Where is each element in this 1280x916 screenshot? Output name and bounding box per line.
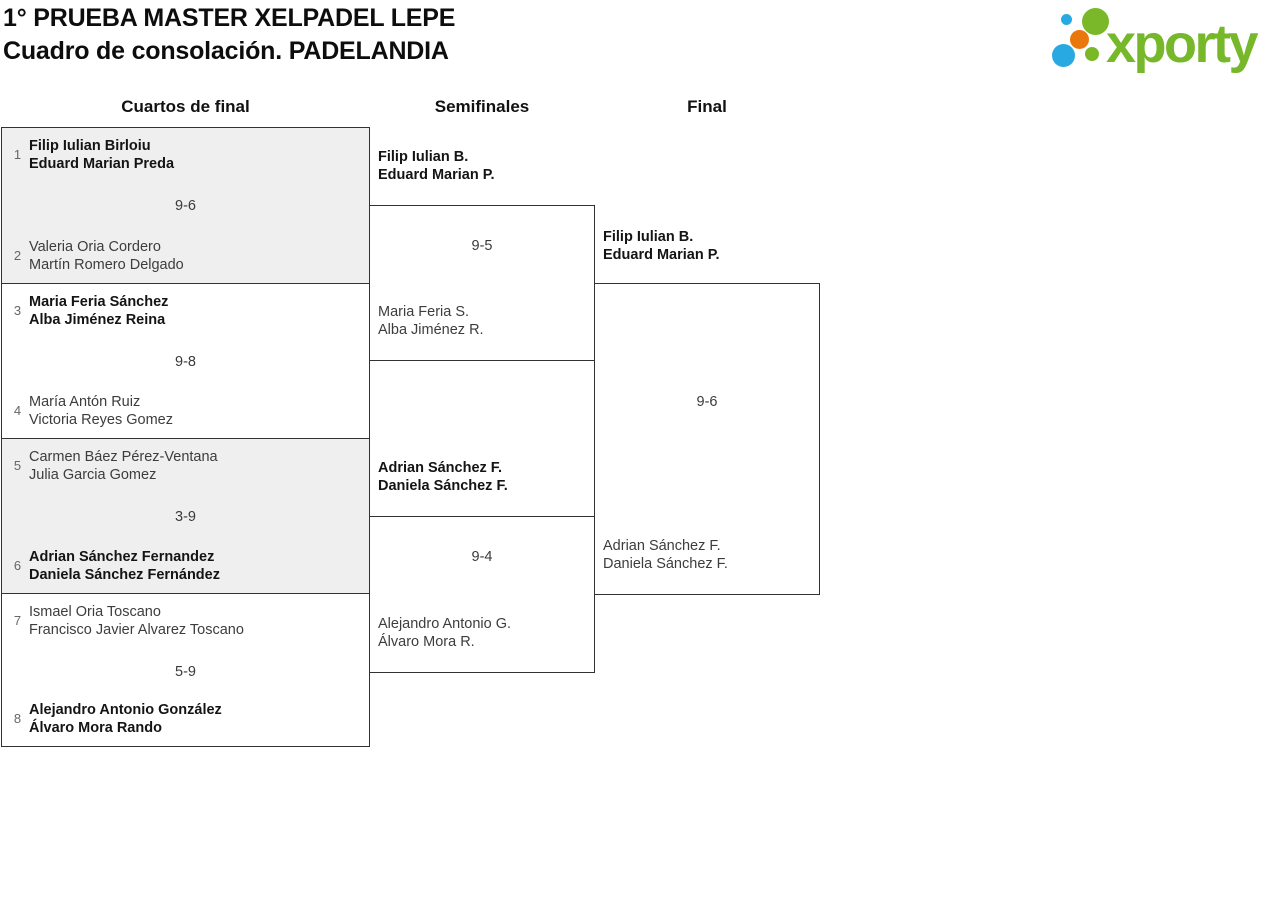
match-score: 9-4: [471, 549, 493, 565]
team-name-line: Ismael Oria Toscano: [29, 604, 161, 620]
team-name-line: Filip Iulian B.: [378, 149, 469, 165]
qf-match-3: 5 Carmen Báez Pérez-Ventana Julia Garcia…: [1, 438, 370, 594]
team-name-line: Adrian Sánchez Fernandez: [29, 549, 215, 565]
match-score: 9-8: [175, 354, 196, 370]
team-name-line: Filip Iulian B.: [603, 229, 694, 245]
team-name-line: Eduard Marian P.: [378, 167, 495, 183]
round-header-semifinales: Semifinales: [434, 97, 530, 116]
team-name: Carmen Báez Pérez-Ventana Julia Garcia G…: [29, 448, 218, 484]
team-name-line: Victoria Reyes Gomez: [29, 412, 173, 428]
team-name-line: Maria Feria Sánchez: [29, 294, 169, 310]
team-name-line: Carmen Báez Pérez-Ventana: [29, 449, 218, 465]
team-name-line: Álvaro Mora R.: [378, 634, 475, 650]
sf-match-2: Adrian Sánchez F. Daniela Sánchez F. 9-4…: [369, 460, 595, 673]
qf-match-2: 3 Maria Feria Sánchez Alba Jiménez Reina…: [1, 283, 370, 439]
team-name: Maria Feria Sánchez Alba Jiménez Reina: [29, 293, 168, 329]
match-score: 9-6: [696, 394, 718, 410]
team-name-line: Julia Garcia Gomez: [29, 467, 157, 483]
logo-dot-icon: [1085, 47, 1099, 61]
team-name-line: Daniela Sánchez F.: [603, 556, 728, 572]
seed-number: 8: [13, 711, 22, 726]
seed-number: 4: [13, 403, 22, 418]
team-name-line: Alba Jiménez R.: [378, 322, 484, 338]
seed-number: 3: [13, 303, 22, 318]
team-name-line: Valeria Oria Cordero: [29, 239, 161, 255]
team-name-line: Daniela Sánchez F.: [378, 478, 508, 494]
team-name-line: Filip Iulian Birloiu: [29, 138, 151, 154]
team-name-line: Adrian Sánchez F.: [378, 460, 503, 476]
team-name-line: Eduard Marian P.: [603, 247, 720, 263]
round-header-cuartos: Cuartos de final: [121, 97, 250, 116]
team-name: Adrian Sánchez Fernandez Daniela Sánchez…: [29, 548, 220, 584]
logo-dot-icon: [1061, 14, 1072, 25]
team-name-line: Adrian Sánchez F.: [603, 538, 721, 554]
team-name: Filip Iulian B. Eduard Marian P.: [603, 228, 720, 264]
team-name: Alejandro Antonio G. Álvaro Mora R.: [378, 615, 511, 651]
logo-dot-icon: [1052, 44, 1075, 67]
match-score: 5-9: [175, 664, 196, 680]
page-title: 1° PRUEBA MASTER XELPADEL LEPE Cuadro de…: [3, 2, 455, 68]
team-name-line: Alejandro Antonio G.: [378, 616, 512, 632]
team-name: Alejandro Antonio González Álvaro Mora R…: [29, 701, 222, 737]
team-name-line: Álvaro Mora Rando: [29, 720, 162, 736]
qf-match-1: 1 Filip Iulian Birloiu Eduard Marian Pre…: [1, 127, 370, 284]
match-score: 3-9: [175, 509, 196, 525]
team-name: María Antón Ruiz Victoria Reyes Gomez: [29, 393, 173, 429]
team-name: Filip Iulian B. Eduard Marian P.: [378, 148, 495, 184]
logo-wordmark: xporty: [1106, 14, 1259, 74]
team-name-line: Alejandro Antonio González: [29, 702, 222, 718]
team-name-line: Daniela Sánchez Fernández: [29, 567, 220, 583]
team-name: Adrian Sánchez F. Daniela Sánchez F.: [378, 459, 508, 495]
match-score: 9-5: [471, 238, 493, 254]
team-name-line: Francisco Javier Alvarez Toscano: [29, 622, 244, 638]
team-name: Adrian Sánchez F. Daniela Sánchez F.: [603, 537, 728, 573]
seed-number: 7: [13, 613, 22, 628]
seed-number: 2: [13, 248, 22, 263]
team-name: Valeria Oria Cordero Martín Romero Delga…: [29, 238, 184, 274]
seed-number: 6: [13, 558, 22, 573]
team-name-line: Martín Romero Delgado: [29, 257, 184, 273]
seed-number: 1: [13, 147, 22, 162]
page-title-line2: Cuadro de consolación. PADELANDIA: [3, 37, 449, 65]
team-name-line: Eduard Marian Preda: [29, 156, 175, 172]
xporty-logo[interactable]: xporty: [1048, 4, 1278, 86]
logo-dot-icon: [1070, 30, 1089, 49]
round-header-final: Final: [687, 97, 727, 116]
team-name: Maria Feria S. Alba Jiménez R.: [378, 303, 484, 339]
team-name-line: María Antón Ruiz: [29, 394, 141, 410]
seed-number: 5: [13, 458, 22, 473]
qf-match-4: 7 Ismael Oria Toscano Francisco Javier A…: [1, 593, 370, 747]
final-match: Filip Iulian B. Eduard Marian P. 9-6 Adr…: [594, 229, 820, 595]
logo-dot-icon: [1082, 8, 1109, 35]
sf-match-1: Filip Iulian B. Eduard Marian P. 9-5 Mar…: [369, 149, 595, 361]
team-name: Filip Iulian Birloiu Eduard Marian Preda: [29, 137, 174, 173]
team-name-line: Alba Jiménez Reina: [29, 312, 166, 328]
match-score: 9-6: [175, 198, 196, 214]
team-name-line: Maria Feria S.: [378, 304, 470, 320]
page-title-line1: 1° PRUEBA MASTER XELPADEL LEPE: [3, 4, 456, 32]
team-name: Ismael Oria Toscano Francisco Javier Alv…: [29, 603, 244, 639]
